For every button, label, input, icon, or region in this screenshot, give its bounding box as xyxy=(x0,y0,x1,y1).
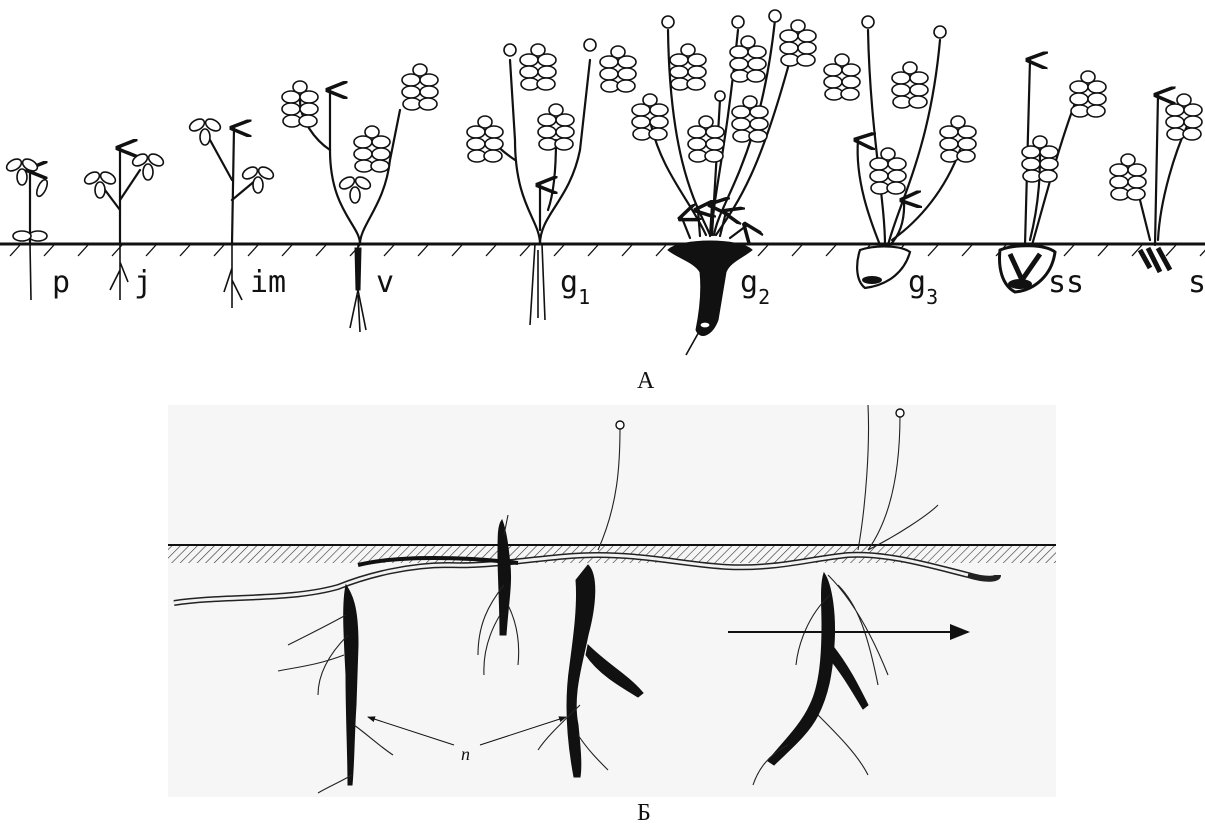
panel-b-label: Б xyxy=(637,800,651,827)
stage-v-plant xyxy=(282,64,438,332)
stage-label-ss: ss xyxy=(1048,265,1084,300)
stage-label-g2: g2 xyxy=(740,265,770,309)
stage-label-p: p xyxy=(52,265,70,300)
stage-label-s: s xyxy=(1188,265,1205,300)
panel-b-root-diagram: n xyxy=(168,405,1056,797)
stage-g1-plant xyxy=(467,39,636,325)
stage-p-plant xyxy=(5,157,50,300)
stage-label-g1: g1 xyxy=(560,265,590,309)
panel-a-label: А xyxy=(637,368,654,395)
stage-label-j: j xyxy=(134,265,152,300)
stage-g3-plant xyxy=(824,16,976,288)
stage-label-v: v xyxy=(376,265,394,300)
stage-label-im: im xyxy=(250,265,286,300)
panel-b-background xyxy=(168,405,1056,797)
stage-j-plant xyxy=(83,148,166,300)
stage-g2-plant xyxy=(632,10,816,355)
stage-label-g3: g3 xyxy=(908,265,938,309)
annotation-n: n xyxy=(461,744,470,764)
stage-ss-plant xyxy=(1000,60,1106,292)
